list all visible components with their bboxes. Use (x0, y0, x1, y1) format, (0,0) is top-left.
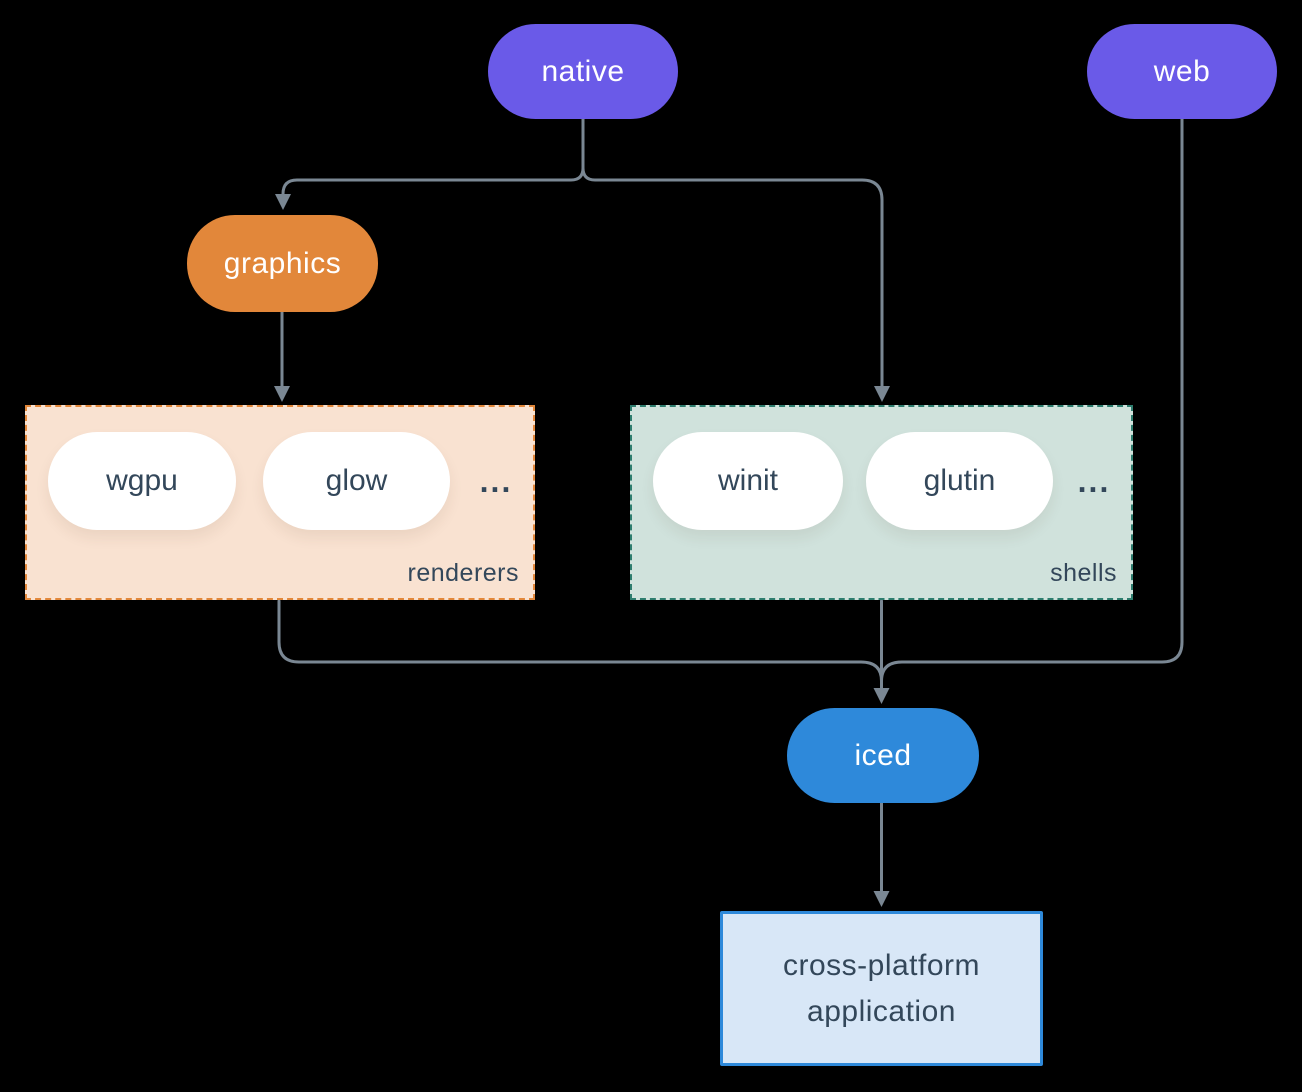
node-glow-label: glow (325, 464, 388, 497)
node-winit-label: winit (717, 464, 778, 497)
arrowhead-app (873, 891, 890, 907)
edge-native-graphics (281, 117, 585, 196)
node-wgpu-label: wgpu (106, 464, 178, 497)
edge-web-iced (880, 117, 1184, 683)
edge-native-shells (581, 117, 884, 388)
node-wgpu: wgpu (48, 432, 236, 530)
node-winit: winit (653, 432, 843, 530)
node-web-label: web (1153, 54, 1211, 88)
arrowhead-graphics (275, 194, 291, 210)
shells-group-label: shells (1050, 559, 1117, 587)
edge-renderers-iced (277, 599, 883, 683)
arrowhead-renderers (274, 386, 290, 402)
group-renderers: wgpu glow ... renderers (25, 405, 535, 600)
node-glow: glow (263, 432, 450, 530)
app-label-line2: application (807, 994, 956, 1028)
group-shells: winit glutin ... shells (630, 405, 1133, 600)
node-native-label: native (541, 54, 625, 88)
app-label-line1: cross-platform (782, 948, 981, 982)
node-native: native (488, 24, 678, 119)
node-cross-platform-application: cross-platform application (720, 911, 1043, 1066)
arrowhead-shells (874, 386, 890, 402)
arrowhead-iced (873, 688, 890, 704)
renderers-ellipsis: ... (479, 462, 513, 499)
node-graphics-label: graphics (223, 246, 342, 280)
node-iced: iced (787, 708, 979, 803)
node-graphics: graphics (187, 215, 378, 312)
node-iced-label: iced (854, 738, 912, 772)
node-glutin: glutin (866, 432, 1053, 530)
shells-ellipsis: ... (1077, 462, 1111, 499)
renderers-group-label: renderers (407, 559, 519, 587)
node-glutin-label: glutin (923, 464, 996, 497)
node-web: web (1087, 24, 1277, 119)
